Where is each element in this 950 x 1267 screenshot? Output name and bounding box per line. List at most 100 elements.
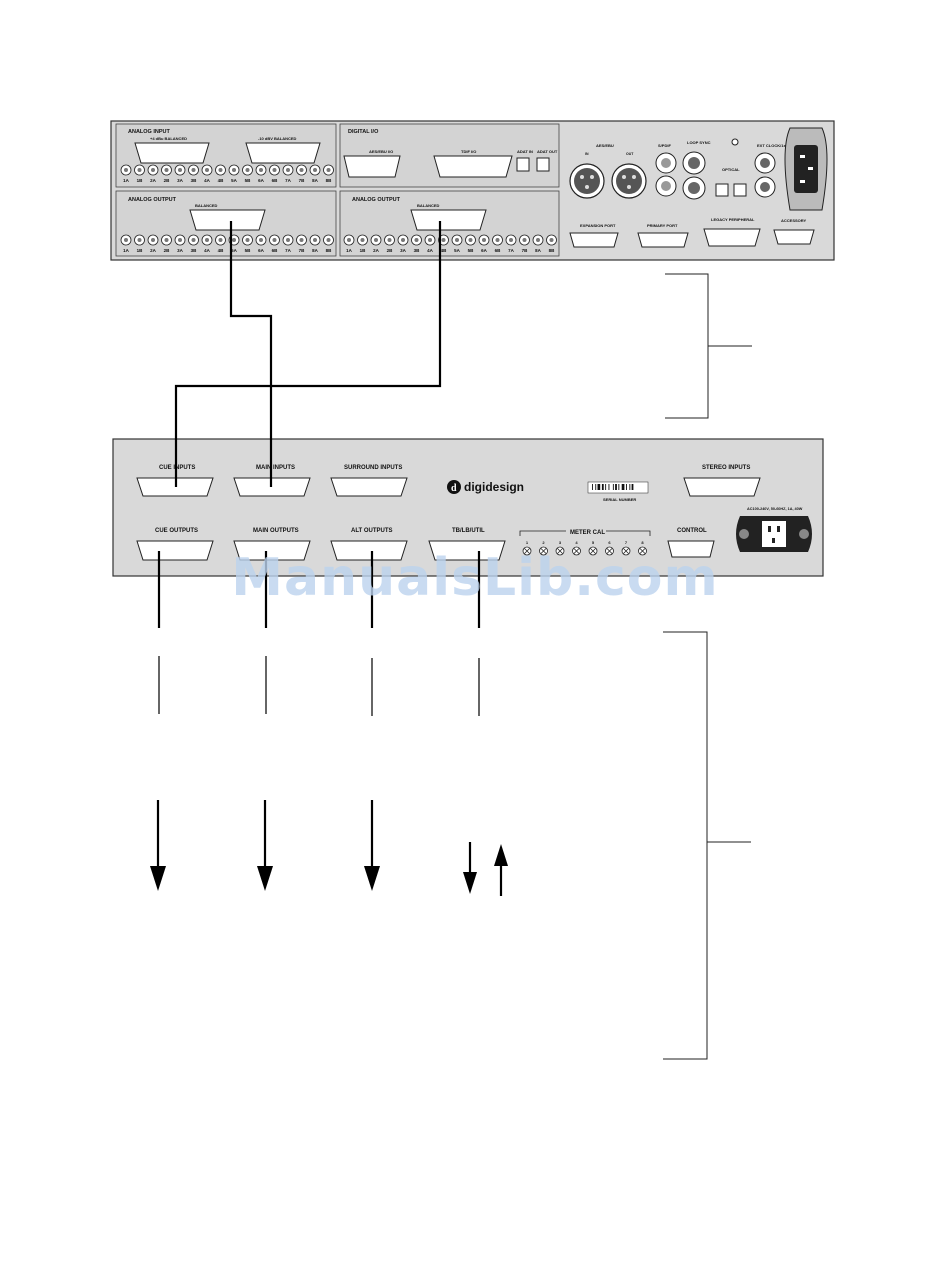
analog-output-1-channel-label: 7A: [285, 248, 292, 253]
serial-barcode: SERIAL NUMBER: [587, 481, 649, 502]
barcode-bar: [626, 484, 627, 490]
analog-input-jack-center: [191, 168, 196, 172]
barcode-bar: [629, 484, 631, 490]
analog-output-2-title: ANALOG OUTPUT: [352, 197, 401, 203]
analog-output-2-jack-center: [482, 238, 486, 242]
db25-tdif-io: [433, 155, 513, 178]
digital-io-title: DIGITAL I/O: [348, 129, 379, 135]
analog-output-2-jack-center: [347, 238, 351, 242]
meter-cal-trim-slot: [573, 548, 580, 554]
watermark: ManualsLib.com: [231, 548, 719, 608]
analog-output-2-jack-center: [428, 238, 432, 242]
barcode-bar: [601, 484, 604, 490]
analog-output-1-channel-label: 2A: [150, 248, 157, 253]
accessory-port: [773, 229, 815, 245]
analog-output-1-jack-center: [137, 238, 142, 242]
expansion-port: [569, 232, 619, 248]
analog-output-2-channel-label: 7B: [522, 248, 529, 253]
analog-output-2-jack-center: [455, 238, 459, 242]
analog-input-jack-center: [151, 168, 155, 172]
spdif-rca-in: [655, 152, 677, 174]
analog-input-jack-center: [124, 168, 128, 172]
audio-interface-rear-panel: ANALOG INPUT +4 dBu BALANCED -10 dBV BAL…: [110, 120, 835, 261]
analog-output-2-channel-label: 6A: [481, 248, 488, 253]
cue-outputs-connector: [136, 540, 214, 561]
analog-input-channel-label: 1A: [123, 178, 130, 183]
analog-input-channel-label: 5B: [245, 178, 252, 183]
analog-output-1-jack-center: [178, 238, 182, 242]
analog-input-jack-center: [272, 168, 277, 172]
alt-outputs-label: ALT OUTPUTS: [351, 528, 393, 534]
analog-input-jack-center: [164, 168, 169, 172]
optical-out-port: [733, 183, 747, 197]
cue-inputs-label: CUE INPUTS: [159, 465, 195, 471]
analog-output-2-channel-label: 8B: [549, 248, 556, 253]
power-spec-label: AC100-240V, 50-60HZ, 1A, 40W: [747, 507, 803, 511]
analog-input-channel-label: 2A: [150, 178, 157, 183]
tb-lb-util-label: TB/LB/UTIL: [452, 528, 485, 534]
surround-inputs-connector: [330, 477, 408, 497]
analog-output-2-jack-center: [536, 238, 540, 242]
analog-input-channel-label: 3A: [177, 178, 184, 183]
analog-output-2-channel-label: 8A: [535, 248, 542, 253]
analog-output-2-jack-center: [468, 238, 473, 242]
analog-output-1-channel-label: 8B: [326, 248, 333, 253]
analog-output-1-jack-center: [205, 238, 209, 242]
cables: [157, 221, 481, 628]
ext-clock-out-bnc: [754, 176, 776, 198]
barcode-bar: [605, 484, 607, 490]
analog-input-jack-center: [326, 168, 331, 172]
analog-output-2-channel-label: 6B: [495, 248, 502, 253]
analog-input-jack-center: [218, 168, 223, 172]
analog-output-1-channel-label: 5A: [231, 248, 238, 253]
analog-input-channel-label: 3B: [191, 178, 198, 183]
analog-input-channel-label: 7A: [285, 178, 292, 183]
analog-output-2-channel-label: 3B: [414, 248, 421, 253]
barcode-bar: [631, 484, 634, 490]
analog-input-channel-label: 4B: [218, 178, 225, 183]
meter-cal-channel-label: 6: [608, 540, 611, 545]
meter-cal-channel-label: 2: [542, 540, 545, 545]
cable-analog-output-1-to-main-inputs: [229, 221, 273, 487]
analog-output-2-jack-center: [441, 238, 446, 242]
loop-sync-label: LOOP SYNC: [687, 140, 711, 145]
analog-output-1-channel-label: 3B: [191, 248, 198, 253]
xlr-in-label: IN: [585, 152, 589, 156]
optical-label: OPTICAL: [722, 167, 740, 172]
brand-name: digidesign: [464, 480, 524, 494]
tb-lb-util-connector: [428, 540, 506, 561]
analog-input-minus10-label: -10 dBV BALANCED: [258, 136, 297, 141]
analog-input-channel-label: 4A: [204, 178, 211, 183]
aes-xlr-in: [569, 163, 605, 199]
indicator-led: [731, 138, 739, 146]
analog-output-1-channel-label: 8A: [312, 248, 319, 253]
analog-output-1-jack-center: [245, 238, 250, 242]
db25-analog-input-minus10: [245, 142, 321, 164]
surround-inputs-label: SURROUND INPUTS: [344, 465, 402, 471]
analog-output-2-jack-center: [401, 238, 405, 242]
analog-output-1-channel-label: 4B: [218, 248, 225, 253]
cue-outputs-label: CUE OUTPUTS: [155, 528, 198, 534]
analog-output-1-channel-label: 1A: [123, 248, 130, 253]
serial-number-label: SERIAL NUMBER: [603, 497, 636, 502]
analog-input-jack-center: [286, 168, 290, 172]
analog-input-channel-label: 8B: [326, 178, 333, 183]
arrow-down-main: [257, 800, 273, 891]
alt-outputs-connector: [330, 540, 408, 561]
analog-input-channel-label: 5A: [231, 178, 238, 183]
analog-output-2-jack-center: [374, 238, 378, 242]
analog-output-2-channel-label: 5B: [468, 248, 475, 253]
barcode-bar: [621, 484, 625, 490]
power-inlet-interface: [784, 127, 828, 211]
meter-cal-channel-label: 4: [575, 540, 578, 545]
cable-analog-output-2-to-cue-inputs: [174, 221, 442, 487]
svg-text:d: d: [451, 483, 457, 494]
stereo-inputs-connector: [683, 477, 761, 497]
meter-cal-channel-label: 3: [559, 540, 562, 545]
analog-output-2-jack-center: [522, 238, 527, 242]
analog-output-1-channel-label: 5B: [245, 248, 252, 253]
barcode-bar: [595, 484, 597, 490]
continuation-lines: [158, 656, 480, 716]
